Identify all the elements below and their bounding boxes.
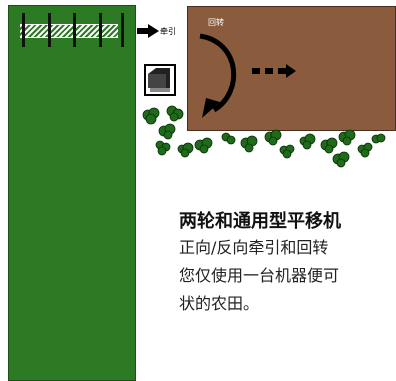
bush-icon	[279, 144, 295, 159]
fence-icon	[20, 24, 118, 38]
bush-icon	[194, 137, 213, 154]
description-line-1: 正向/反向牵引和回转	[179, 238, 329, 257]
bush-icon	[155, 140, 171, 156]
bush-icon	[177, 142, 194, 158]
description-line-3: 状的农田。	[179, 294, 260, 313]
move-arrow-icon	[252, 64, 296, 78]
traction-label: 牵引	[160, 27, 176, 36]
mower-machine-icon	[144, 64, 176, 96]
fence-post	[121, 13, 124, 47]
description-block: 两轮和通用型平移机 正向/反向牵引和回转 您仅使用一台机器便可 状的农田。	[179, 210, 396, 318]
grass-field	[8, 5, 136, 381]
fence-post	[99, 13, 102, 47]
traction-arrow-icon	[137, 24, 159, 38]
fence-post	[73, 13, 76, 47]
bush-icon	[332, 151, 350, 168]
page-title: 两轮和通用型平移机	[179, 211, 341, 232]
bush-icon	[299, 133, 316, 150]
fence-post	[22, 13, 25, 47]
bush-icon	[166, 105, 184, 122]
fence-post	[48, 13, 51, 47]
description-line-2: 您仅使用一台机器便可	[179, 266, 340, 285]
bush-icon	[371, 133, 386, 144]
bush-icon	[221, 132, 236, 145]
bush-icon	[240, 135, 258, 153]
bush-icon	[338, 129, 356, 146]
rotation-label: 回转	[208, 18, 224, 27]
bushes-row-icon	[142, 105, 386, 168]
bush-icon	[158, 123, 176, 140]
bush-icon	[264, 129, 282, 146]
bush-icon	[357, 142, 373, 158]
bush-icon	[320, 137, 338, 154]
rotation-arrow-icon	[199, 33, 237, 118]
bush-icon	[142, 107, 160, 125]
